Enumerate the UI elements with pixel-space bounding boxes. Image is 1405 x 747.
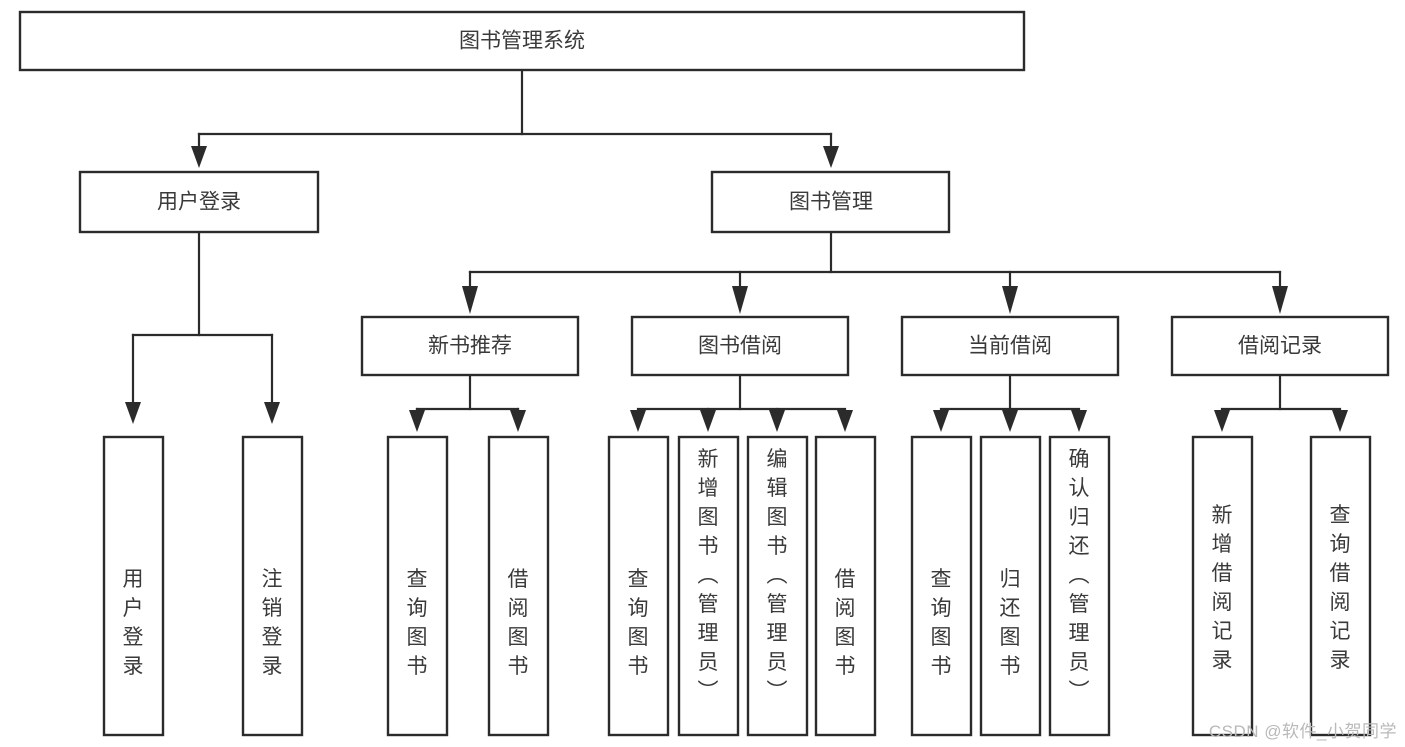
borrow-record-label: 借阅记录 [1238, 335, 1322, 358]
leaf-box-cb-return-book [979, 435, 1042, 737]
borrow-record-box [1170, 315, 1390, 377]
leaf-label-br-query-record: 查询借阅记录 [1330, 504, 1351, 672]
arrow-head-br-leaf-2 [1332, 410, 1348, 432]
arrow-head-book-borrow [732, 286, 748, 314]
connectors-new-book-recommend-to-leaves [409, 374, 526, 432]
arrow-head-book-manage [823, 146, 839, 168]
user-login-box [78, 170, 320, 234]
arrow-head-leaf-logout [264, 402, 280, 424]
node-book-management[interactable]: 图书管理 [710, 170, 951, 234]
leaf-box-cb-confirm-return [1048, 435, 1111, 737]
connectors-book-borrow-to-leaves [630, 374, 853, 432]
arrow-head-cb-leaf-3 [1071, 410, 1087, 432]
csdn-watermark: CSDN @软件_小贺同学 [1208, 722, 1397, 741]
leaf-box-bb-edit-book [746, 435, 809, 737]
book-borrow-box [630, 315, 850, 377]
arrow-head-nbr-leaf-1 [409, 410, 425, 432]
connectors-borrow-record-to-leaves [1214, 374, 1348, 432]
leaf-box-bb-query-book [607, 435, 670, 737]
leaf-node-bb-query-book[interactable]: 查询图书 [607, 435, 670, 737]
leaf-label-bb-borrow-book: 借阅图书 [835, 568, 856, 678]
node-new-book-recommend[interactable]: 新书推荐 [360, 315, 580, 377]
arrow-head-br-leaf-1 [1214, 410, 1230, 432]
root-label: 图书管理系统 [459, 30, 585, 53]
arrow-head-bb-leaf-4 [837, 410, 853, 432]
leaf-label-logout: 注销登录 [262, 568, 283, 678]
leaf-box-br-add-record [1191, 435, 1254, 737]
leaf-node-cb-return-book[interactable]: 归还图书 [979, 435, 1042, 737]
leaf-node-br-add-record[interactable]: 新增借阅记录 [1191, 435, 1254, 737]
arrow-head-user-login [191, 146, 207, 168]
leaf-node-user-login[interactable]: 用户登录 [102, 435, 165, 737]
arrow-head-bb-leaf-3 [769, 410, 785, 432]
arrow-head-bb-leaf-1 [630, 410, 646, 432]
user-login-label: 用户登录 [157, 191, 241, 214]
leaf-label-cb-confirm-return: 确认归还︵管理员︶ [1069, 448, 1090, 703]
leaf-label-br-add-record: 新增借阅记录 [1212, 504, 1233, 672]
node-book-borrow[interactable]: 图书借阅 [630, 315, 850, 377]
node-user-login[interactable]: 用户登录 [78, 170, 320, 234]
arrow-head-cb-leaf-2 [1002, 410, 1018, 432]
leaf-node-nbr-borrow-book[interactable]: 借阅图书 [487, 435, 550, 737]
root-box [18, 10, 1026, 72]
leaf-node-nbr-query-book[interactable]: 查询图书 [386, 435, 449, 737]
arrow-head-current-borrow [1002, 286, 1018, 314]
leaf-node-logout[interactable]: 注销登录 [241, 435, 304, 737]
leaf-box-bb-add-book [677, 435, 740, 737]
arrow-head-leaf-user-login [125, 402, 141, 424]
new-book-recommend-label: 新书推荐 [428, 335, 512, 358]
leaf-node-bb-edit-book[interactable]: 编辑图书︵管理员︶ [746, 435, 809, 737]
leaf-node-br-query-record[interactable]: 查询借阅记录 [1309, 435, 1372, 737]
book-borrow-label: 图书借阅 [698, 335, 782, 358]
leaf-box-br-query-record [1309, 435, 1372, 737]
node-current-borrow[interactable]: 当前借阅 [900, 315, 1120, 377]
leaf-label-bb-query-book: 查询图书 [628, 568, 649, 678]
leaf-box-logout [241, 435, 304, 737]
book-management-box [710, 170, 951, 234]
connectors-current-borrow-to-leaves [933, 374, 1087, 432]
leaf-label-user-login: 用户登录 [123, 568, 144, 678]
current-borrow-box [900, 315, 1120, 377]
leaf-box-bb-borrow-book [814, 435, 877, 737]
leaf-label-cb-query-book: 查询图书 [931, 568, 952, 678]
new-book-recommend-box [360, 315, 580, 377]
arrow-head-bb-leaf-2 [700, 410, 716, 432]
leaf-label-cb-return-book: 归还图书 [1000, 568, 1021, 678]
arrow-head-borrow-record [1272, 286, 1288, 314]
leaf-label-nbr-query-book: 查询图书 [407, 568, 428, 678]
leaf-node-bb-borrow-book[interactable]: 借阅图书 [814, 435, 877, 737]
connectors-book-manage-to-level3 [462, 231, 1288, 314]
leaf-node-bb-add-book[interactable]: 新增图书︵管理员︶ [677, 435, 740, 737]
connectors-user-login-to-leaves [125, 231, 280, 424]
leaf-label-bb-add-book: 新增图书︵管理员︶ [698, 448, 719, 703]
leaf-box-nbr-query-book [386, 435, 449, 737]
leaf-node-cb-confirm-return[interactable]: 确认归还︵管理员︶ [1048, 435, 1111, 737]
book-management-label: 图书管理 [789, 191, 873, 214]
current-borrow-label: 当前借阅 [968, 335, 1052, 358]
arrow-head-cb-leaf-1 [933, 410, 949, 432]
leaf-box-nbr-borrow-book [487, 435, 550, 737]
node-borrow-record[interactable]: 借阅记录 [1170, 315, 1390, 377]
leaf-box-cb-query-book [910, 435, 973, 737]
connectors-root-to-level2 [191, 68, 839, 168]
leaf-node-cb-query-book[interactable]: 查询图书 [910, 435, 973, 737]
leaf-label-nbr-borrow-book: 借阅图书 [508, 568, 529, 678]
arrow-head-new-book-recommend [462, 286, 478, 314]
arrow-head-nbr-leaf-2 [510, 410, 526, 432]
node-root-book-management-system[interactable]: 图书管理系统 [18, 10, 1026, 72]
leaf-label-bb-edit-book: 编辑图书︵管理员︶ [767, 448, 788, 703]
leaf-box-user-login [102, 435, 165, 737]
